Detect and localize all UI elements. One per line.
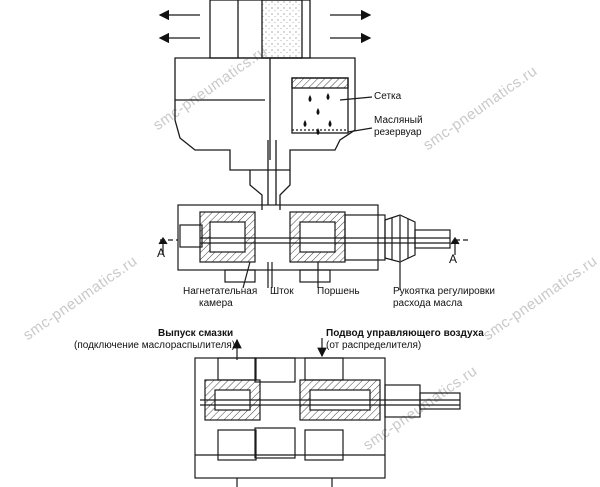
oil-reservoir-label-line1: Масляный	[374, 115, 423, 126]
flow-knob-label-line2: расхода масла	[393, 298, 463, 309]
section-a-left: A	[157, 246, 166, 260]
oil-drops	[303, 93, 332, 135]
control-air-subtitle: (от распределителя)	[326, 340, 422, 351]
piston-label: Поршень	[317, 286, 360, 297]
mesh-label: Сетка	[374, 91, 402, 102]
flow-knob-label-line1: Рукоятка регулировки	[393, 286, 496, 297]
pressure-chamber-label-line2: камера	[199, 298, 233, 309]
control-air-title: Подвод управляющего воздуха	[326, 328, 484, 339]
lube-outlet-subtitle: (подключение маслораспылителя)	[74, 340, 236, 351]
rod-label: Шток	[270, 286, 294, 297]
pressure-chamber-label-line1: Нагнетательная	[183, 286, 258, 297]
section-a-right: A	[449, 252, 458, 266]
oil-reservoir-label-line2: резервуар	[374, 127, 422, 138]
lube-outlet-title: Выпуск смазки	[158, 328, 234, 339]
